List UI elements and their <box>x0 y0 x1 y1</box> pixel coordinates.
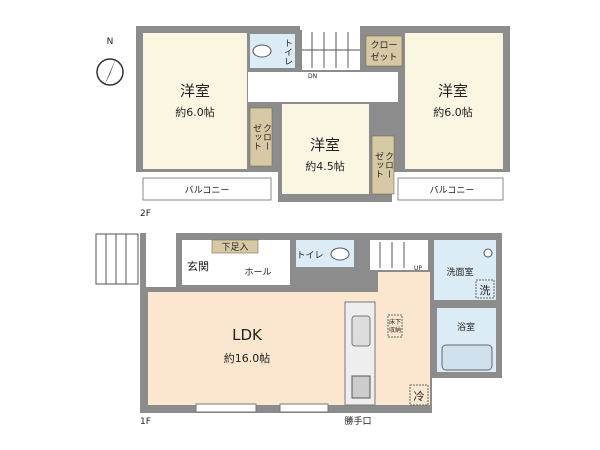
washroom-label: 洗面室 <box>446 266 473 278</box>
washer-label: 洗 <box>480 284 491 297</box>
toilet-label: トイレ <box>282 39 293 66</box>
balcony-label: バルコニー <box>430 185 475 196</box>
bathroom-label: 浴室 <box>457 321 475 333</box>
floor-label: 1F <box>140 417 151 427</box>
closet-left <box>249 107 273 167</box>
closet-label: ゼット <box>373 151 384 178</box>
underfloor-storage-label: 収納 <box>389 326 401 334</box>
balcony-left <box>142 177 272 201</box>
ldk-label: LDK <box>232 326 263 344</box>
floor-1: LDK 約16.0帖 玄関 下足入 ホール トイレ UP 洗面室 洗 浴室 床下… <box>95 233 504 427</box>
hall-label: ホール <box>244 267 271 278</box>
stairs-label: DN <box>308 73 317 80</box>
room-size: 約6.0帖 <box>433 105 473 119</box>
ldk-size: 約16.0帖 <box>224 351 271 365</box>
room-name: 洋室 <box>310 136 340 154</box>
compass-label: N <box>107 37 114 47</box>
room-size: 約6.0帖 <box>175 105 215 119</box>
room-size: 約4.5帖 <box>305 159 345 173</box>
floor-2: 洋室 約6.0帖 洋室 約4.5帖 洋室 約6.0帖 トイレ クロー ゼット ク… <box>136 24 512 219</box>
balcony-label: バルコニー <box>185 185 230 196</box>
room-western-left <box>143 33 247 169</box>
back-door-label: 勝手口 <box>344 415 371 427</box>
toilet-label: トイレ <box>296 251 323 261</box>
outer-stairs <box>95 233 139 285</box>
fridge-label: 冷 <box>414 390 425 403</box>
bathtub <box>441 344 493 371</box>
entrance-label: 玄関 <box>187 259 209 273</box>
closet-right <box>371 135 395 195</box>
shoe-storage <box>211 239 259 254</box>
room-name: 洋室 <box>180 82 210 100</box>
balcony-right <box>397 177 504 201</box>
shoe-storage-label: 下足入 <box>221 242 248 253</box>
compass-icon: N <box>96 37 124 86</box>
room-name: 洋室 <box>438 82 468 100</box>
room-western-middle <box>282 104 369 194</box>
closet-label: クロー <box>370 40 397 51</box>
floor-label: 2F <box>140 209 151 219</box>
closet-label: ゼット <box>370 51 397 63</box>
stairs-label: UP <box>414 265 422 272</box>
stove-icon <box>351 375 371 399</box>
closet-top <box>365 35 403 67</box>
closet-label: クロー <box>261 123 271 150</box>
ldk <box>148 292 430 405</box>
closet-label: クロー <box>383 151 393 178</box>
underfloor-storage-label: 床下 <box>389 318 401 326</box>
sink-icon <box>351 315 371 347</box>
room-western-right <box>405 33 503 169</box>
closet-label: ゼット <box>251 123 262 150</box>
